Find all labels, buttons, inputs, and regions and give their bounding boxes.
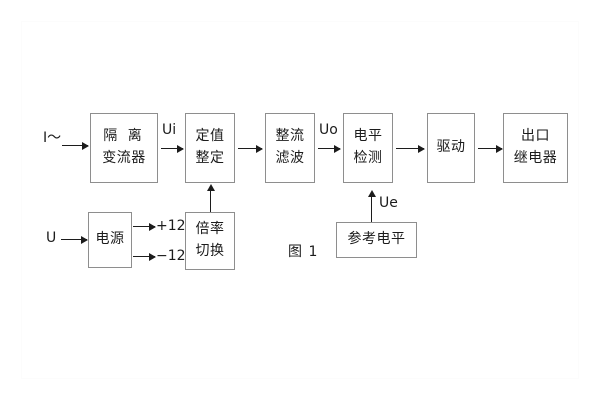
- signal-ui-label: Ui: [162, 122, 177, 138]
- block-power-supply[interactable]: 电源: [88, 212, 132, 268]
- block-rectify-filter[interactable]: 整流 滤波: [265, 113, 315, 183]
- block-multiplier-switch[interactable]: 倍率 切换: [185, 212, 235, 270]
- block-isolation-ct[interactable]: 隔 离 变流器: [90, 113, 158, 183]
- signal-uo-label: Uo: [319, 122, 338, 138]
- input-voltage-label: U: [46, 230, 57, 246]
- arrow-reference-to-level-detect: [367, 190, 376, 222]
- block-output-relay-line1: 出口: [521, 128, 550, 145]
- arrow-isolation-to-setting: [161, 144, 184, 153]
- block-rectify-filter-line2: 滤波: [275, 150, 305, 166]
- block-reference-level-line1: 参考电平: [347, 231, 406, 248]
- arrow-multiplier-to-setting: [206, 184, 215, 212]
- diagram-plate: [22, 22, 578, 378]
- arrow-power-supply-negative: [133, 252, 156, 261]
- block-isolation-ct-line2: 变流器: [102, 150, 146, 166]
- block-reference-level[interactable]: 参考电平: [336, 222, 417, 258]
- arrow-current-to-isolation: [62, 141, 89, 150]
- block-setting[interactable]: 定值 整定: [185, 113, 235, 183]
- arrow-rectify-to-level-detect: [318, 144, 341, 153]
- arrow-level-detect-to-drive: [396, 144, 425, 153]
- block-isolation-ct-line1: 隔 离: [103, 128, 145, 145]
- block-drive[interactable]: 驱动: [427, 113, 475, 183]
- arrow-power-supply-positive: [133, 222, 156, 231]
- block-level-detect[interactable]: 电平 检测: [343, 113, 393, 183]
- block-level-detect-line2: 检测: [353, 150, 383, 166]
- block-output-relay[interactable]: 出口 继电器: [503, 113, 568, 183]
- signal-ue-label: Ue: [379, 195, 398, 211]
- figure-caption: 图 1: [288, 244, 319, 260]
- block-setting-line1: 定值: [195, 128, 225, 145]
- block-power-supply-line1: 电源: [95, 231, 125, 248]
- block-setting-line2: 整定: [195, 150, 225, 166]
- block-drive-line1: 驱动: [436, 139, 466, 156]
- block-rectify-filter-line1: 整流: [275, 128, 305, 145]
- block-multiplier-switch-line2: 切换: [195, 243, 225, 259]
- arrow-drive-to-output-relay: [478, 144, 503, 153]
- arrow-voltage-to-power-supply: [61, 235, 88, 244]
- arrow-setting-to-rectify: [238, 144, 263, 153]
- input-current-label: I～: [43, 130, 62, 146]
- block-output-relay-line2: 继电器: [513, 150, 558, 166]
- block-multiplier-switch-line1: 倍率: [195, 221, 225, 238]
- block-level-detect-line1: 电平: [353, 128, 383, 145]
